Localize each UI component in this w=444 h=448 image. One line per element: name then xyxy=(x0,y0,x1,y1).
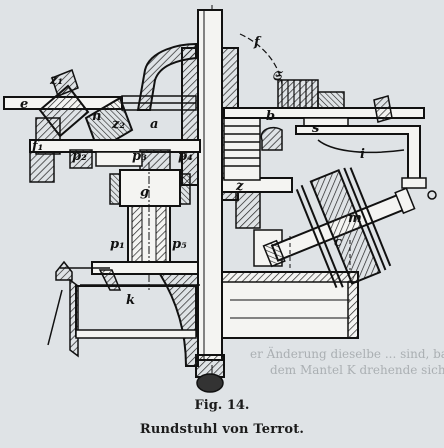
label-m: m xyxy=(348,211,362,226)
drive-shaft-e xyxy=(3,95,197,111)
label-z: z xyxy=(235,179,244,194)
label-a: a xyxy=(150,117,158,132)
label-f: f xyxy=(253,35,262,50)
label-p4: p₄ xyxy=(178,149,193,164)
label-c: c xyxy=(334,235,342,250)
label-s: s xyxy=(312,121,320,136)
figure-caption: Rundstuhl von Terrot. xyxy=(139,422,305,437)
label-g: g xyxy=(140,185,149,200)
label-p1: p₁ xyxy=(110,237,125,252)
worm-gear-stack xyxy=(223,109,261,181)
needle-wheel-m xyxy=(262,167,416,289)
main-shaft xyxy=(195,9,225,393)
label-p3: p₃ xyxy=(132,149,147,164)
label-e: e xyxy=(20,97,28,112)
label-p2: p₂ xyxy=(72,149,87,164)
svg-text:er Änderung dieselbe ... sind,: er Änderung dieselbe ... sind, bald nach xyxy=(250,345,444,361)
label-z2: z₂ xyxy=(111,117,125,132)
base-frame-k xyxy=(47,260,200,367)
label-z1: z₁ xyxy=(49,73,63,88)
label-k: k xyxy=(126,293,135,308)
label-b: b xyxy=(266,109,275,124)
svg-text:dem Mantel K drehende sich, de: dem Mantel K drehende sich, der P... xyxy=(270,363,444,377)
figure-number: Fig. 14. xyxy=(194,398,250,413)
label-p5: p₅ xyxy=(172,237,187,252)
cylinder-base xyxy=(221,271,359,339)
gear-column-g xyxy=(109,162,191,290)
part-labels: e z₁ n z₂ a f₁ p₂ p₃ p₄ g p₁ p₅ k f 𝔖 b … xyxy=(20,35,365,308)
label-i: i xyxy=(360,147,365,162)
guide-arm-i xyxy=(295,125,437,200)
bearing-plate xyxy=(29,139,201,183)
label-n: n xyxy=(92,109,101,124)
label-f1: f₁ xyxy=(31,139,43,154)
bleed-through-text: er Änderung dieselbe ... sind, bald nach… xyxy=(250,345,444,377)
label-S: 𝔖 xyxy=(272,69,284,84)
